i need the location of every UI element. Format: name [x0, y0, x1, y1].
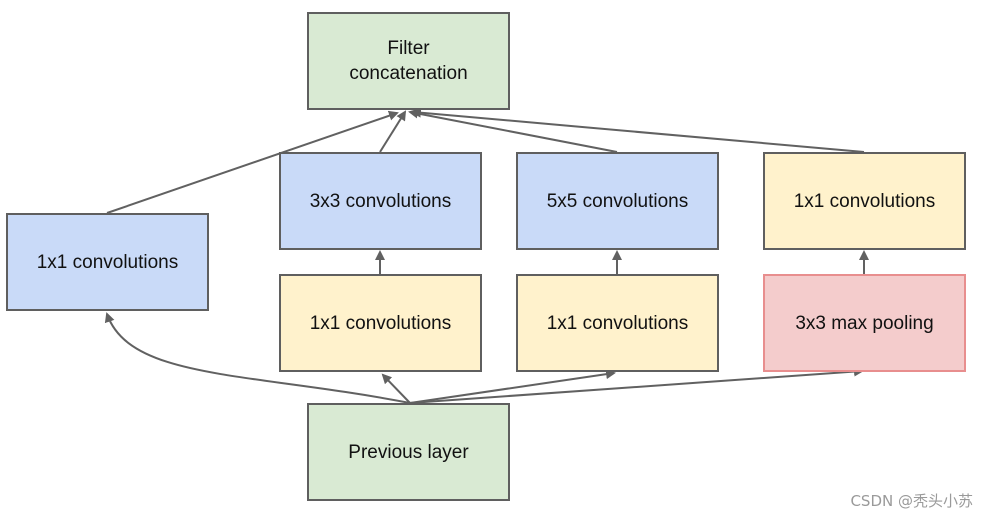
conv3x3-label: 3x3 convolutions	[309, 190, 452, 212]
edge-conv3-to-concat	[379, 110, 407, 153]
conv1x1-reduce3-label: 1x1 convolutions	[309, 312, 452, 334]
max-pooling-box: 3x3 max pooling	[763, 274, 966, 372]
conv1x1-reduce5-label: 1x1 convolutions	[546, 312, 689, 334]
max-pooling-label: 3x3 max pooling	[795, 312, 934, 334]
edge-previous-to-maxpool	[409, 366, 864, 404]
edge-previous-to-conv1-c	[409, 369, 616, 404]
conv5x5-box: 5x5 convolutions	[516, 152, 719, 250]
conv5x5-label: 5x5 convolutions	[546, 190, 689, 212]
watermark-text: CSDN @秃头小苏	[850, 492, 973, 510]
conv3x3-box: 3x3 convolutions	[279, 152, 482, 250]
conv1x1-branch1-box: 1x1 convolutions	[6, 213, 209, 311]
conv1x1-branch1-label: 1x1 convolutions	[36, 251, 179, 273]
edge-previous-to-conv1-b	[381, 373, 411, 404]
previous-layer-box: Previous layer	[307, 403, 510, 501]
filter-concatenation-line1: Filter	[387, 38, 430, 59]
conv1x1-reduce5-box: 1x1 convolutions	[516, 274, 719, 372]
conv1x1-pool-proj-label: 1x1 convolutions	[793, 190, 936, 212]
edge-previous-to-conv1-a	[104, 312, 411, 404]
edge-conv1-pool-to-concat	[411, 107, 865, 153]
edge-conv1-a-to-concat	[106, 110, 399, 214]
previous-layer-label: Previous layer	[348, 441, 469, 463]
conv1x1-pool-proj-box: 1x1 convolutions	[763, 152, 966, 250]
edge-conv5-to-concat	[408, 108, 618, 153]
conv1x1-reduce3-box: 1x1 convolutions	[279, 274, 482, 372]
filter-concatenation-line2: concatenation	[349, 63, 468, 84]
filter-concatenation-box: Filter concatenation	[307, 12, 510, 110]
